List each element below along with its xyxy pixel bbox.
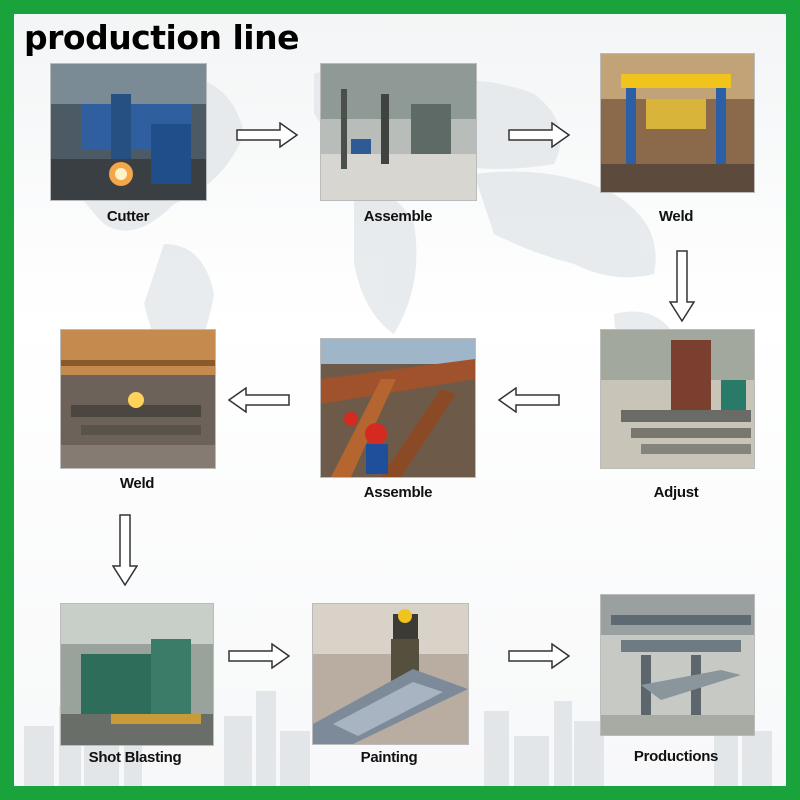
step-label: Adjust [653, 484, 699, 501]
arrow-right-icon [228, 643, 290, 669]
step-label: Productions [633, 748, 719, 765]
arrow-right-icon [508, 122, 570, 148]
productions-photo [600, 594, 755, 736]
arrow-left-icon [228, 387, 290, 413]
assemble-photo [320, 63, 477, 201]
arrow-down-icon [669, 250, 695, 322]
arrow-right-icon [236, 122, 298, 148]
step-label: Shot Blasting [88, 749, 182, 766]
arrow-right-icon [508, 643, 570, 669]
step-label: Cutter [106, 208, 150, 225]
arrow-left-icon [498, 387, 560, 413]
diagram-canvas: production line Cutter [14, 14, 786, 786]
painting-photo [312, 603, 469, 745]
step-label: Weld [119, 475, 155, 492]
step-label: Weld [658, 208, 694, 225]
page-title: production line [24, 18, 299, 57]
step-label: Assemble [363, 484, 433, 501]
step-label: Painting [360, 749, 418, 766]
adjust-photo [600, 329, 755, 469]
shot-blasting-photo [60, 603, 214, 746]
arrow-down-icon [112, 514, 138, 586]
step-label: Assemble [363, 208, 433, 225]
assemble-photo [320, 338, 476, 478]
cutter-photo [50, 63, 207, 201]
weld-photo [600, 53, 755, 193]
weld-photo [60, 329, 216, 469]
